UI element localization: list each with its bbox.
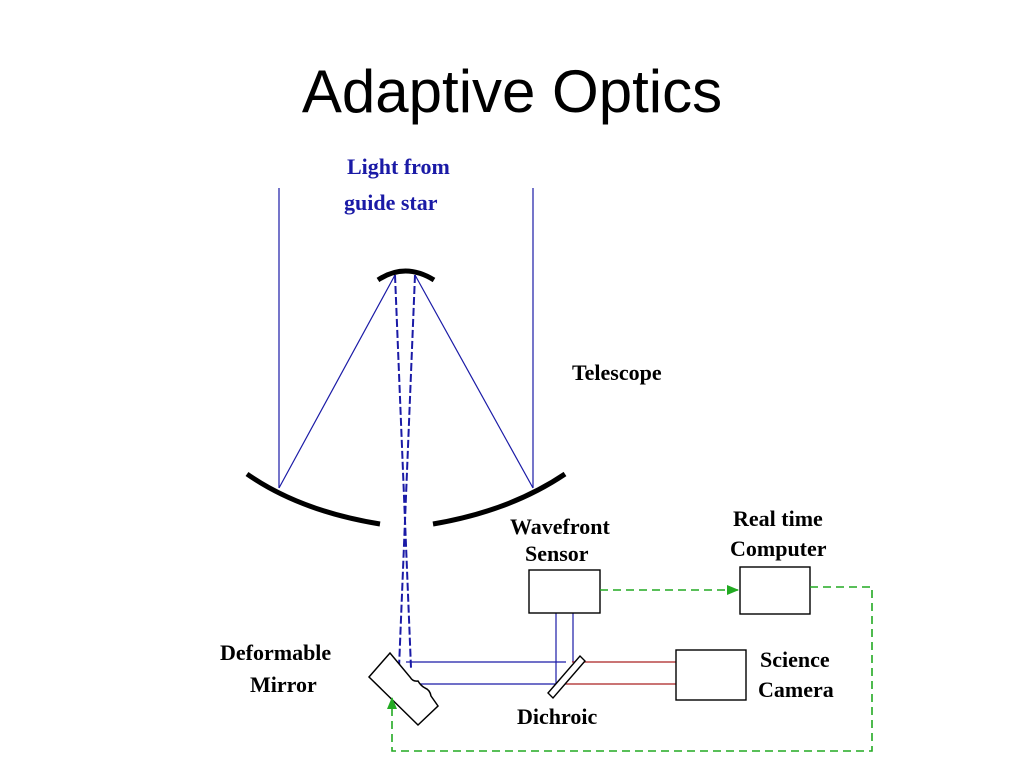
label-science: Science: [760, 647, 830, 672]
label-sensor: Sensor: [525, 541, 589, 566]
real-time-computer-box: [739, 566, 811, 615]
secondary-down-ray-a: [394, 274, 412, 669]
label-light-from: Light from: [347, 154, 450, 179]
label-dichroic: Dichroic: [517, 704, 597, 729]
secondary-down-ray-b: [398, 274, 416, 669]
science-camera-box: [675, 649, 747, 701]
secondary-mirror: [376, 268, 436, 283]
label-wavefront: Wavefront: [510, 514, 610, 539]
primary-mirror-right: [432, 471, 567, 527]
slide-title: Adaptive Optics: [301, 58, 723, 125]
label-mirror: Mirror: [250, 672, 317, 697]
label-deformable: Deformable: [220, 640, 331, 665]
wavefront-sensor-box: [528, 569, 601, 614]
label-real-time: Real time: [733, 506, 823, 531]
label-telescope: Telescope: [572, 360, 662, 385]
primary-to-secondary-right: [414, 274, 534, 489]
dichroic-plate: [547, 654, 586, 700]
label-guide-star: guide star: [344, 190, 438, 215]
signal-computer-to-dm: [387, 586, 873, 752]
primary-to-secondary-left: [278, 274, 396, 489]
label-computer: Computer: [730, 536, 827, 561]
label-camera: Camera: [758, 677, 834, 702]
deformable-mirror: [367, 651, 439, 727]
primary-mirror-left: [245, 471, 381, 527]
